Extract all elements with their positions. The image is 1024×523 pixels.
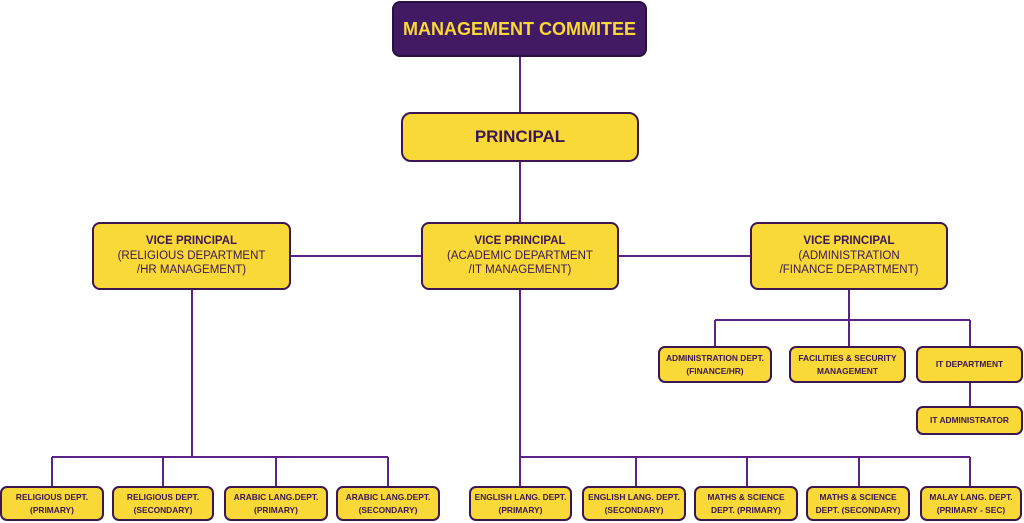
arabic-lang-dept-secondary-box: ARABIC LANG.DEPT. (SECONDARY) bbox=[336, 486, 440, 521]
vice-principal-dept-line1: (ACADEMIC DEPARTMENT bbox=[447, 249, 593, 262]
unit-label-line2: (FINANCE/HR) bbox=[686, 365, 744, 376]
vice-principal-dept-line2: /IT MANAGEMENT) bbox=[468, 264, 572, 277]
english-lang-dept-primary-box: ENGLISH LANG. DEPT. (PRIMARY) bbox=[469, 486, 572, 521]
unit-label-line2: (PRIMARY - SEC) bbox=[936, 504, 1006, 515]
unit-label-line1: FACILITIES & SECURITY bbox=[798, 353, 897, 364]
vice-principal-dept-line1: (RELIGIOUS DEPARTMENT bbox=[117, 249, 266, 262]
management-committee-label: MANAGEMENT COMMITEE bbox=[403, 18, 636, 39]
religious-dept-primary-box: RELIGIOUS DEPT. (PRIMARY) bbox=[0, 486, 104, 521]
it-department-box: IT DEPARTMENT bbox=[916, 346, 1023, 383]
vice-principal-academic-box: VICE PRINCIPAL (ACADEMIC DEPARTMENT /IT … bbox=[421, 222, 619, 290]
unit-label-line2: (SECONDARY) bbox=[133, 504, 193, 515]
facilities-security-box: FACILITIES & SECURITY MANAGEMENT bbox=[789, 346, 906, 383]
vice-principal-dept-line2: /FINANCE DEPARTMENT) bbox=[779, 264, 919, 277]
unit-label-line1: ADMINISTRATION DEPT. bbox=[665, 353, 764, 364]
maths-science-dept-secondary-box: MATHS & SCIENCE DEPT. (SECONDARY) bbox=[806, 486, 910, 521]
unit-label-line1: MALAY LANG. DEPT. bbox=[929, 492, 1013, 503]
unit-label-line1: ARABIC LANG.DEPT. bbox=[345, 492, 431, 503]
malay-lang-dept-box: MALAY LANG. DEPT. (PRIMARY - SEC) bbox=[920, 486, 1022, 521]
unit-label-line1: MATHS & SCIENCE bbox=[707, 492, 785, 503]
vice-principal-title: VICE PRINCIPAL bbox=[474, 235, 566, 248]
unit-label-line1: ENGLISH LANG. DEPT. bbox=[588, 492, 680, 503]
vice-principal-dept-line1: (ADMINISTRATION bbox=[798, 249, 900, 262]
vice-principal-dept-line2: /HR MANAGEMENT) bbox=[136, 264, 247, 277]
vice-principal-title: VICE PRINCIPAL bbox=[803, 235, 895, 248]
unit-label-line2: DEPT. (SECONDARY) bbox=[815, 504, 901, 515]
vice-principal-religious-box: VICE PRINCIPAL (RELIGIOUS DEPARTMENT /HR… bbox=[92, 222, 291, 290]
maths-science-dept-primary-box: MATHS & SCIENCE DEPT. (PRIMARY) bbox=[694, 486, 798, 521]
administration-dept-box: ADMINISTRATION DEPT. (FINANCE/HR) bbox=[658, 346, 772, 383]
unit-label-line1: RELIGIOUS DEPT. bbox=[126, 492, 200, 503]
vice-principal-administration-box: VICE PRINCIPAL (ADMINISTRATION /FINANCE … bbox=[750, 222, 948, 290]
it-administrator-box: IT ADMINISTRATOR bbox=[916, 406, 1023, 435]
unit-label-line2: (PRIMARY) bbox=[498, 504, 543, 515]
vice-principal-title: VICE PRINCIPAL bbox=[145, 235, 238, 248]
unit-label-line2: (PRIMARY) bbox=[254, 504, 298, 515]
unit-label-line1: MATHS & SCIENCE bbox=[819, 492, 897, 503]
unit-label-line1: ENGLISH LANG. DEPT. bbox=[474, 492, 567, 503]
religious-dept-secondary-box: RELIGIOUS DEPT. (SECONDARY) bbox=[112, 486, 214, 521]
unit-label-line2: (PRIMARY) bbox=[30, 504, 74, 515]
management-committee-box: MANAGEMENT COMMITEE bbox=[392, 1, 647, 57]
principal-box: PRINCIPAL bbox=[401, 112, 639, 162]
unit-label-line1: ARABIC LANG.DEPT. bbox=[233, 492, 319, 503]
unit-label-line1: IT ADMINISTRATOR bbox=[930, 415, 1009, 426]
unit-label-line1: IT DEPARTMENT bbox=[935, 359, 1004, 370]
unit-label-line2: MANAGEMENT bbox=[817, 365, 878, 376]
arabic-lang-dept-primary-box: ARABIC LANG.DEPT. (PRIMARY) bbox=[224, 486, 328, 521]
unit-label-line2: DEPT. (PRIMARY) bbox=[711, 504, 781, 515]
principal-label: PRINCIPAL bbox=[474, 127, 566, 147]
unit-label-line2: (SECONDARY) bbox=[358, 504, 418, 515]
english-lang-dept-secondary-box: ENGLISH LANG. DEPT. (SECONDARY) bbox=[582, 486, 686, 521]
unit-label-line1: RELIGIOUS DEPT. bbox=[15, 492, 89, 503]
unit-label-line2: (SECONDARY) bbox=[604, 504, 664, 515]
